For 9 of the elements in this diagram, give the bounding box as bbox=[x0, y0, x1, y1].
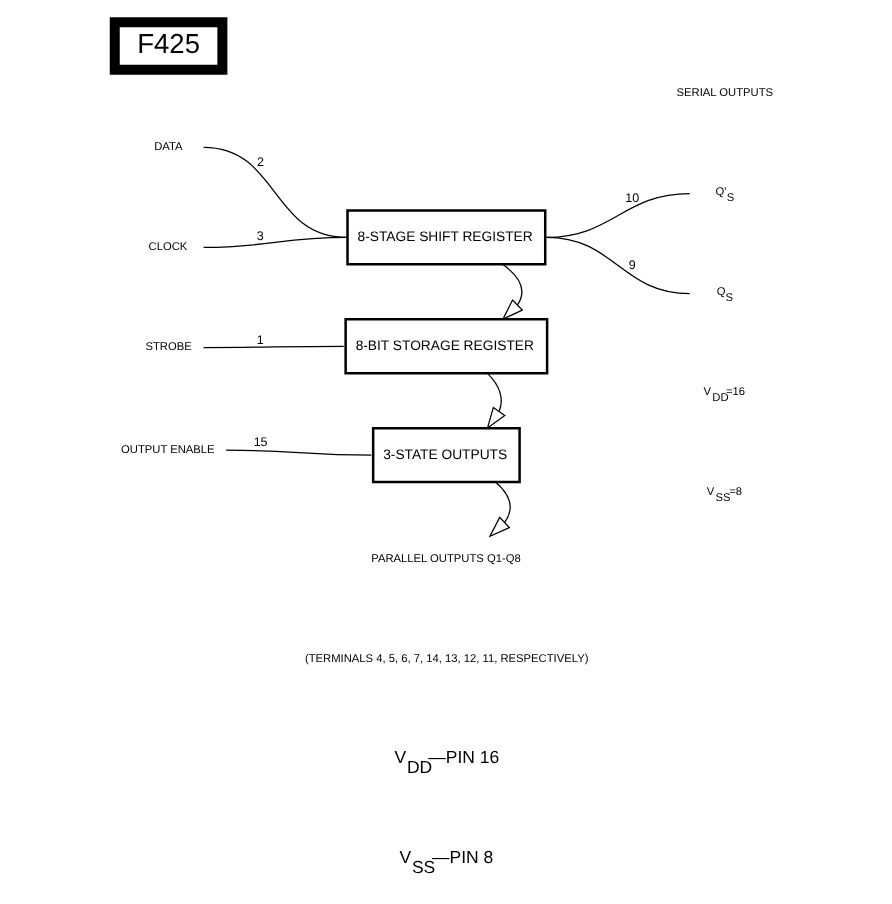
arrow bbox=[485, 372, 505, 430]
arrow bbox=[487, 481, 510, 538]
arrow bbox=[500, 263, 523, 321]
connector bbox=[202, 146, 346, 238]
node-box: F425 bbox=[108, 17, 227, 75]
connector bbox=[544, 236, 690, 295]
connector bbox=[224, 449, 371, 456]
connector bbox=[202, 345, 344, 349]
connector bbox=[202, 236, 346, 249]
